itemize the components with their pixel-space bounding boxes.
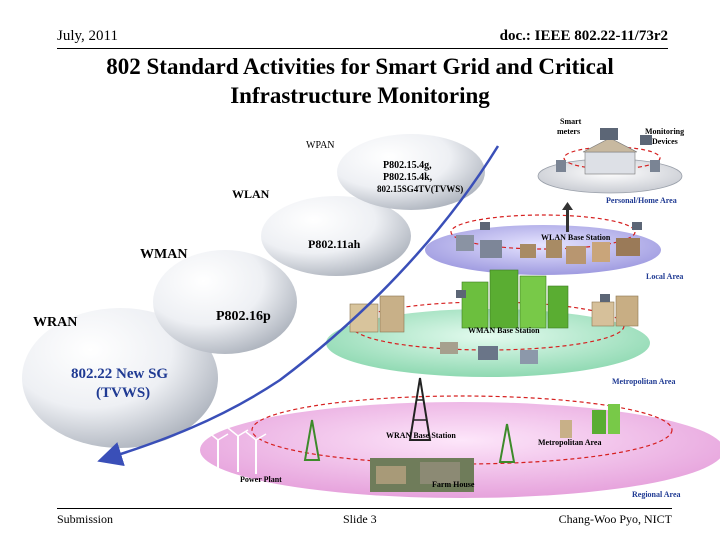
wran-standard-2: (TVWS) xyxy=(96,385,150,401)
regional-area-elements xyxy=(207,377,620,492)
smart-meters-label-1: Smart xyxy=(560,117,582,126)
wran-bubble xyxy=(22,308,218,448)
evolution-arrow xyxy=(97,145,500,467)
footer-slide-number: Slide 3 xyxy=(343,512,377,526)
title-line-2: Infrastructure Monitoring xyxy=(230,83,490,108)
wlan-label: WLAN xyxy=(232,187,270,201)
monitoring-devices-label-2: Devices xyxy=(652,137,678,146)
power-plant-label: Power Plant xyxy=(240,475,282,484)
metro-area-buildings xyxy=(349,269,639,364)
wran-label: WRAN xyxy=(33,315,77,330)
title-line-1: 802 Standard Activities for Smart Grid a… xyxy=(106,54,614,79)
monitoring-devices-label-1: Monitoring xyxy=(645,127,684,136)
wman-base-station-label: WMAN Base Station xyxy=(468,326,540,335)
wpan-standard-3: 802.15SG4TV(TVWS) xyxy=(377,184,463,194)
smart-meters-label-2: meters xyxy=(557,127,580,136)
wpan-standard-1: P802.15.4g, xyxy=(383,160,432,171)
footer-rule xyxy=(57,508,672,509)
local-area-label: Local Area xyxy=(646,272,683,281)
metropolitan-area-inner-label: Metropolitan Area xyxy=(538,438,601,447)
wlan-bubble xyxy=(261,196,411,276)
wran-standard-1: 802.22 New SG xyxy=(71,366,168,382)
farm-house-label: Farm House xyxy=(432,480,475,489)
wman-bubble xyxy=(153,250,297,354)
header-doc-id: doc.: IEEE 802.22-11/73r2 xyxy=(499,28,668,44)
slide-title: 802 Standard Activities for Smart Grid a… xyxy=(40,52,680,110)
wpan-label: WPAN xyxy=(306,140,335,151)
header-rule xyxy=(57,48,668,49)
wpan-standard-2: P802.15.4k, xyxy=(383,172,433,183)
wman-standard: P802.16p xyxy=(216,309,271,324)
wlan-standard: P802.11ah xyxy=(308,237,361,251)
regional-area-label: Regional Area xyxy=(632,490,681,499)
wran-base-station-label: WRAN Base Station xyxy=(386,431,456,440)
wman-label: WMAN xyxy=(140,247,187,262)
wpan-bubble xyxy=(337,134,485,210)
local-area-devices xyxy=(456,202,642,264)
home-devices xyxy=(556,128,660,175)
metropolitan-area-label: Metropolitan Area xyxy=(612,377,675,386)
header-date: July, 2011 xyxy=(57,28,118,44)
wlan-base-station-label: WLAN Base Station xyxy=(541,233,611,242)
local-area-disc xyxy=(425,214,661,275)
footer-author: Chang-Woo Pyo, NICT xyxy=(558,512,672,526)
footer-submission: Submission xyxy=(57,512,114,526)
personal-home-area-label: Personal/Home Area xyxy=(606,196,677,205)
